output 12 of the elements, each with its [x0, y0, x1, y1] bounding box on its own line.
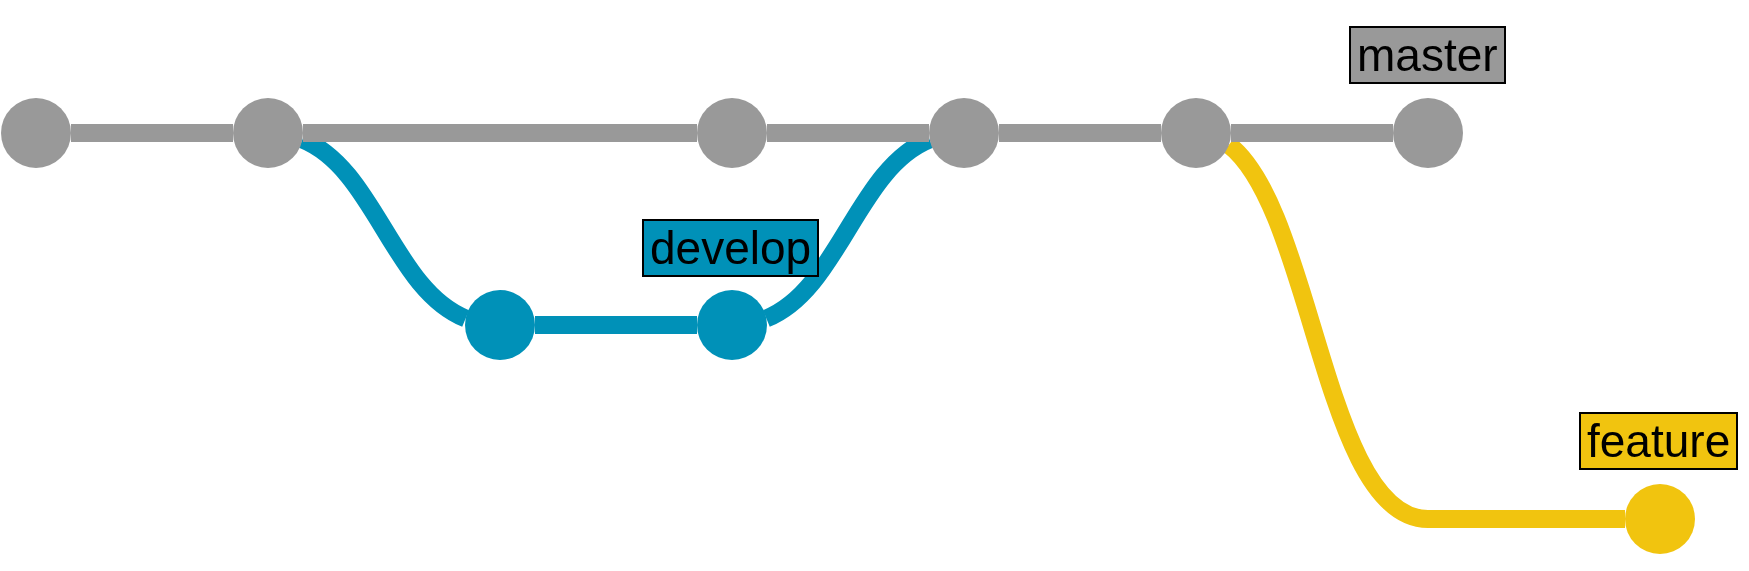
branch-line	[1231, 124, 1393, 142]
branch-line	[767, 124, 929, 142]
branch-line	[303, 124, 697, 142]
branch-tag	[642, 219, 820, 277]
branch-name: feature	[1587, 415, 1731, 467]
branch-name: develop	[650, 222, 812, 274]
branch-tag	[1579, 412, 1739, 470]
branch-line	[535, 316, 697, 334]
branch-tag	[1349, 26, 1506, 84]
branch-name: master	[1357, 29, 1498, 81]
branch-line	[71, 124, 233, 142]
branch-line	[999, 124, 1161, 142]
